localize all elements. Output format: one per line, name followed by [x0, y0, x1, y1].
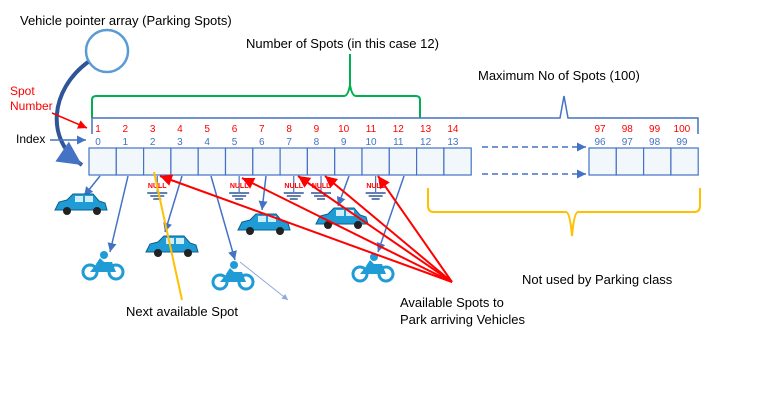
index-number: 7 [286, 137, 292, 148]
motorbike-icon [351, 253, 395, 283]
motorbike-icon [81, 251, 125, 281]
vehicle-array-title: Vehicle pointer array (Parking Spots) [20, 13, 232, 28]
spot-number: 1 [95, 124, 101, 135]
index-number: 1 [123, 137, 129, 148]
spot-number: 100 [674, 124, 691, 135]
null-marker: NULL [365, 176, 386, 200]
index-number: 97 [622, 137, 634, 148]
array-cell [443, 147, 472, 176]
spot-number: 12 [393, 124, 405, 135]
pointer-4 [210, 175, 237, 261]
null-marker: NULL [283, 176, 304, 200]
spot-label-arrow [51, 112, 88, 129]
motorbike-icon [211, 261, 255, 291]
array-cell [670, 147, 699, 176]
pointer-6 [258, 175, 268, 211]
yellow-brace [427, 188, 701, 237]
array-cell [361, 147, 390, 176]
car-icon [237, 213, 291, 235]
spot-label-line1: Spot [10, 84, 35, 98]
array-cell [115, 147, 145, 176]
index-number: 98 [649, 137, 661, 148]
index-number: 3 [177, 137, 183, 148]
available-label-line1: Available Spots to [400, 295, 504, 310]
spot-number: 98 [622, 124, 634, 135]
spot-number: 3 [150, 124, 156, 135]
null-label: NULL [284, 183, 303, 190]
not-used-label: Not used by Parking class [522, 272, 673, 287]
spot-number: 4 [177, 124, 183, 135]
array-cell [416, 147, 445, 176]
array-cell [588, 147, 617, 176]
spot-number: 13 [420, 124, 432, 135]
spot-number: 9 [314, 124, 320, 135]
index-number: 5 [232, 137, 238, 148]
index-number: 12 [420, 137, 432, 148]
car-icon [54, 193, 108, 215]
available-arrows [159, 174, 453, 283]
index-number: 99 [676, 137, 688, 148]
spot-number: 7 [259, 124, 265, 135]
spot-number: 11 [366, 124, 377, 135]
spot-number: 10 [338, 124, 350, 135]
array-cell [642, 147, 672, 176]
index-number: 96 [594, 137, 606, 148]
null-label: NULL [366, 183, 385, 190]
pointer-3 [163, 175, 183, 233]
array-cells [88, 147, 699, 176]
spot-number: 97 [594, 124, 606, 135]
spot-number: 8 [286, 124, 292, 135]
array-cell [334, 147, 363, 176]
index-number: 9 [341, 137, 347, 148]
blue-brace [91, 95, 699, 134]
next-available-arrow [153, 171, 183, 301]
array-cell [252, 147, 281, 176]
array-cell [143, 147, 172, 176]
pointer-1 [107, 175, 129, 253]
array-cell [279, 147, 309, 176]
index-number: 11 [393, 137, 404, 148]
index-number: 4 [204, 137, 210, 148]
available-label-line2: Park arriving Vehicles [400, 312, 525, 327]
index-number: 10 [365, 137, 377, 148]
pointer-0 [83, 175, 101, 197]
null-label: NULL [230, 183, 249, 190]
number-of-spots-label: Number of Spots (in this case 12) [246, 36, 439, 51]
index-number: 6 [259, 137, 265, 148]
next-available-label: Next available Spot [126, 304, 238, 319]
index-number: 2 [150, 137, 156, 148]
null-label: NULL [312, 183, 331, 190]
null-marker: NULL [229, 176, 249, 200]
index-number: 13 [447, 137, 459, 148]
spot-number: 14 [447, 124, 459, 135]
spot-number: 2 [123, 124, 129, 135]
index-number: 8 [314, 137, 320, 148]
spot-number: 99 [649, 124, 661, 135]
index-label: Index [16, 132, 45, 146]
array-cell [615, 147, 645, 176]
pointer-11 [376, 175, 405, 253]
spot-label-line2: Number [10, 99, 53, 113]
green-brace [91, 84, 421, 118]
array-cell [388, 147, 418, 176]
max-spots-label: Maximum No of Spots (100) [478, 68, 640, 83]
array-cell [306, 147, 336, 176]
array-cell [224, 147, 254, 176]
spot-number: 6 [232, 124, 238, 135]
spot-number: 5 [204, 124, 210, 135]
pointer-array-circle [84, 28, 130, 74]
car-icon [145, 235, 199, 257]
array-cell [197, 147, 227, 176]
index-number: 0 [95, 137, 101, 148]
array-cell [88, 147, 117, 176]
pointer-curve-arrow [54, 60, 90, 167]
pointer-stray [239, 261, 289, 301]
array-cell [170, 147, 199, 176]
